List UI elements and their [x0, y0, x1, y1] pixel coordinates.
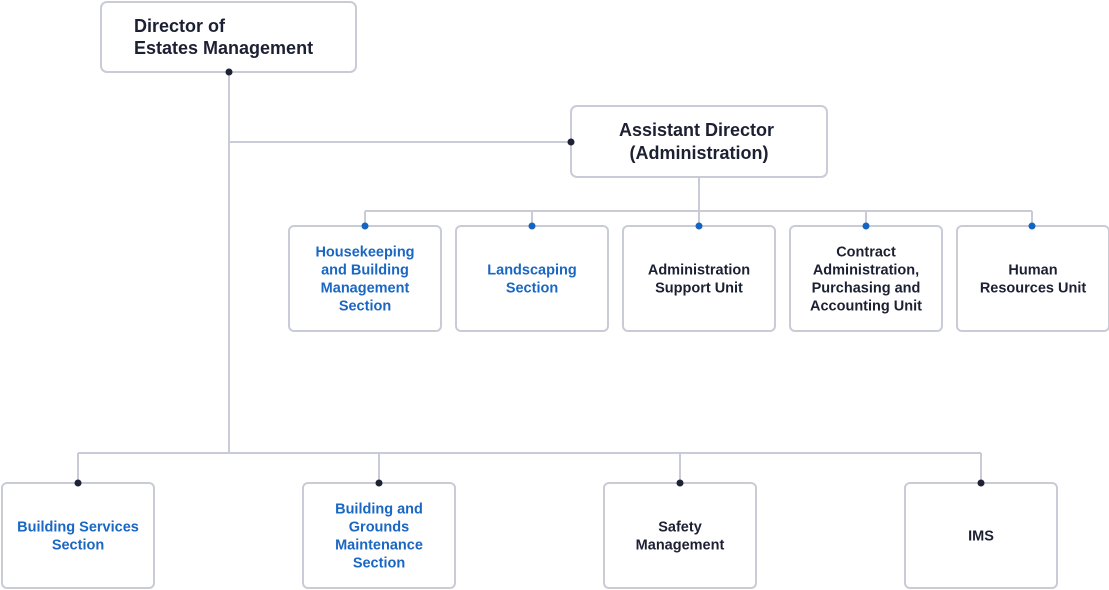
contract-administration-purchasing-and-accounting-unit-label-line-1: Contract: [836, 245, 896, 261]
admin-dot-3: [695, 222, 703, 230]
director-title: Director of Estates Management: [134, 16, 313, 58]
director-title-line-1: Director of: [134, 16, 226, 36]
administration-support-unit-label-line-2: Support Unit: [655, 281, 743, 297]
human-resources-unit-label-line-2: Resources Unit: [980, 281, 1087, 297]
admin-dot-2: [528, 222, 536, 230]
assistant-director-node: Assistant Director (Administration): [570, 105, 828, 178]
housekeeping-and-building-management-section-label-line-2: and Building: [321, 263, 409, 279]
director-bottom-dot: [225, 68, 233, 76]
safety-management-box: [603, 482, 757, 589]
administration-support-unit-label-line-1: Administration: [648, 263, 750, 279]
assistant-director-title-line-2: (Administration): [630, 143, 769, 163]
admin-dot-1: [361, 222, 369, 230]
director-box: [100, 1, 357, 73]
assistant-director-box: [570, 105, 828, 178]
ims-label-line-1: IMS: [968, 529, 994, 545]
safety-management-label-line-1: Safety: [658, 520, 702, 536]
contract-administration-purchasing-and-accounting-unit-label-line-4: Accounting Unit: [810, 299, 922, 315]
admin-dot-4: [862, 222, 870, 230]
director-title-line-2: Estates Management: [134, 38, 313, 58]
connector-dots: [74, 68, 1036, 487]
ims-label: IMS: [968, 529, 994, 545]
building-and-grounds-maintenance-section-box[interactable]: [302, 482, 456, 589]
section-dot-3: [676, 479, 684, 487]
safety-management-label-line-2: Management: [636, 538, 725, 554]
housekeeping-and-building-management-section-label-line-3: Management: [321, 281, 410, 297]
landscaping-section-label-line-1: Landscaping: [487, 263, 576, 279]
building-and-grounds-maintenance-section-label-line-1: Building and: [335, 502, 423, 518]
ims-node: IMS: [904, 482, 1058, 589]
section-dot-4: [977, 479, 985, 487]
housekeeping-and-building-management-section-label-line-1: Housekeeping: [315, 245, 414, 261]
connectors: [77, 72, 1033, 483]
housekeeping-and-building-management-section-label-line-4: Section: [339, 299, 391, 315]
building-and-grounds-maintenance-section-label-line-2: Grounds: [349, 520, 409, 536]
assistant-director-title: Assistant Director (Administration): [619, 120, 779, 163]
contract-administration-purchasing-and-accounting-unit-box: [789, 225, 943, 332]
assistant-director-title-line-1: Assistant Director: [619, 120, 774, 140]
human-resources-unit-label-line-1: Human: [1008, 263, 1057, 279]
administration-support-unit-box: [622, 225, 776, 332]
landscaping-section-box[interactable]: [455, 225, 609, 332]
contract-administration-purchasing-and-accounting-unit-label-line-3: Purchasing and: [812, 281, 921, 297]
building-services-section-box[interactable]: [1, 482, 155, 589]
building-and-grounds-maintenance-section-label-line-4: Section: [353, 556, 405, 572]
building-services-section-label-line-1: Building Services: [17, 520, 139, 536]
housekeeping-and-building-management-section-box[interactable]: [288, 225, 442, 332]
section-dot-2: [375, 479, 383, 487]
director-node: Director of Estates Management: [100, 1, 357, 73]
building-services-section-label-line-2: Section: [52, 538, 104, 554]
contract-administration-purchasing-and-accounting-unit-label-line-2: Administration,: [813, 263, 919, 279]
admin-dot-5: [1028, 222, 1036, 230]
human-resources-unit-box: [956, 225, 1109, 332]
assistant-left-dot: [567, 138, 575, 146]
building-and-grounds-maintenance-section-label-line-3: Maintenance: [335, 538, 423, 554]
landscaping-section-label-line-2: Section: [506, 281, 558, 297]
section-dot-1: [74, 479, 82, 487]
